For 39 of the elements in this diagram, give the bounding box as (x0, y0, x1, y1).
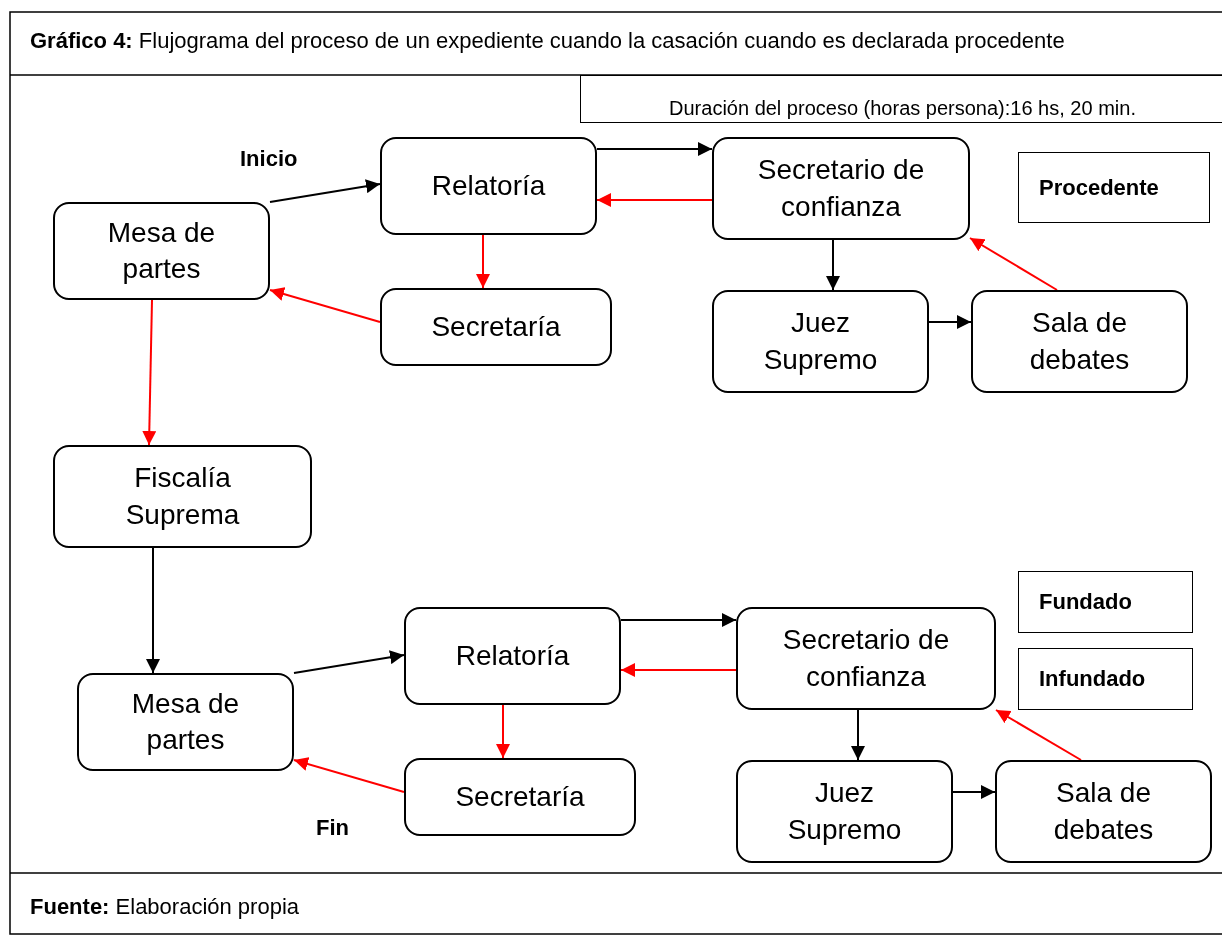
flow-label: Inicio (240, 146, 298, 172)
arrow (269, 179, 381, 203)
process-box: Mesa de partes (77, 673, 294, 771)
arrow (476, 234, 490, 289)
process-box: Secretario de confianza (736, 607, 996, 710)
process-box: Fiscalía Suprema (53, 445, 312, 548)
arrow (826, 239, 840, 291)
flow-label: Fin (316, 815, 349, 841)
process-box: Mesa de partes (53, 202, 270, 300)
process-box: Secretaría (380, 288, 612, 366)
arrow (596, 193, 713, 207)
arrow (995, 709, 1082, 761)
process-box: Relatoría (380, 137, 597, 235)
arrow (969, 237, 1058, 291)
arrow (620, 613, 737, 627)
arrow (851, 709, 865, 761)
arrow (620, 663, 737, 677)
process-box: Secretaría (404, 758, 636, 836)
process-box: Relatoría (404, 607, 621, 705)
source-note: Fuente: Elaboración propia (30, 894, 300, 920)
process-box: Secretario de confianza (712, 137, 970, 240)
arrow (952, 785, 996, 799)
arrow (293, 650, 405, 674)
arrow (142, 299, 157, 446)
outcome-box: Procedente (1018, 152, 1210, 223)
figure-title: Gráfico 4: Flujograma del proceso de un expediente cuando la casación cuando es declarada procedente (30, 28, 1065, 54)
process-box: Juez Supremo (712, 290, 929, 393)
outcome-box: Infundado (1018, 648, 1193, 710)
duration-box: Duración del proceso (horas persona):16 hs, 20 min. (580, 75, 1222, 123)
outcome-box: Fundado (1018, 571, 1193, 633)
arrow (293, 757, 405, 793)
arrow (496, 704, 510, 759)
arrow (928, 315, 972, 329)
arrow (596, 142, 713, 156)
arrow (269, 287, 381, 323)
process-box: Sala de debates (971, 290, 1188, 393)
arrow (146, 547, 160, 674)
process-box: Juez Supremo (736, 760, 953, 863)
process-box: Sala de debates (995, 760, 1212, 863)
